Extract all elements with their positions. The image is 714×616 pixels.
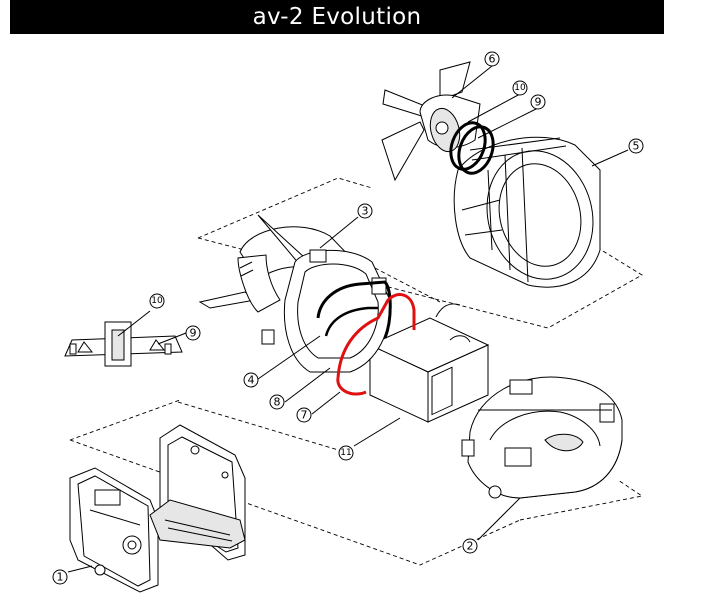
small-bracket (64, 321, 183, 367)
callout-10-propeller: 10 (512, 80, 528, 96)
callout-1: 1 (52, 569, 68, 585)
svg-text:1: 1 (57, 571, 64, 584)
callouts: 6 10 9 5 3 10 9 4 (52, 51, 644, 585)
callout-2: 2 (462, 538, 478, 554)
svg-text:8: 8 (274, 396, 281, 409)
svg-text:6: 6 (489, 53, 496, 66)
svg-text:5: 5 (633, 140, 640, 153)
svg-text:11: 11 (340, 448, 351, 458)
callout-11: 11 (338, 445, 354, 461)
title-bar: av-2 Evolution (10, 0, 664, 34)
callout-7: 7 (296, 407, 312, 423)
part-2-housing (461, 376, 623, 499)
callout-3: 3 (357, 203, 373, 219)
callout-4: 4 (243, 372, 259, 388)
callout-5: 5 (628, 138, 644, 154)
wiring (316, 280, 416, 396)
assembly-guides (69, 177, 644, 566)
svg-text:10: 10 (514, 83, 526, 93)
svg-text:2: 2 (467, 540, 474, 553)
callout-6: 6 (484, 51, 500, 67)
callout-8: 8 (269, 394, 285, 410)
part-3-motor-frame (198, 214, 391, 373)
svg-text:9: 9 (535, 96, 542, 109)
svg-text:9: 9 (190, 327, 197, 340)
part-1-base-mount (69, 424, 246, 593)
svg-text:3: 3 (362, 205, 369, 218)
svg-text:4: 4 (248, 374, 255, 387)
callout-9-propeller: 9 (530, 94, 546, 110)
svg-text:7: 7 (301, 409, 308, 422)
part-5-cage (453, 136, 601, 288)
svg-text:10: 10 (151, 296, 163, 306)
callout-10-bracket: 10 (149, 293, 165, 309)
part-11-battery (368, 303, 490, 423)
o-rings (449, 121, 495, 175)
page-title: av-2 Evolution (252, 4, 422, 30)
callout-9-bracket: 9 (185, 325, 201, 341)
leader-lines (67, 65, 629, 573)
